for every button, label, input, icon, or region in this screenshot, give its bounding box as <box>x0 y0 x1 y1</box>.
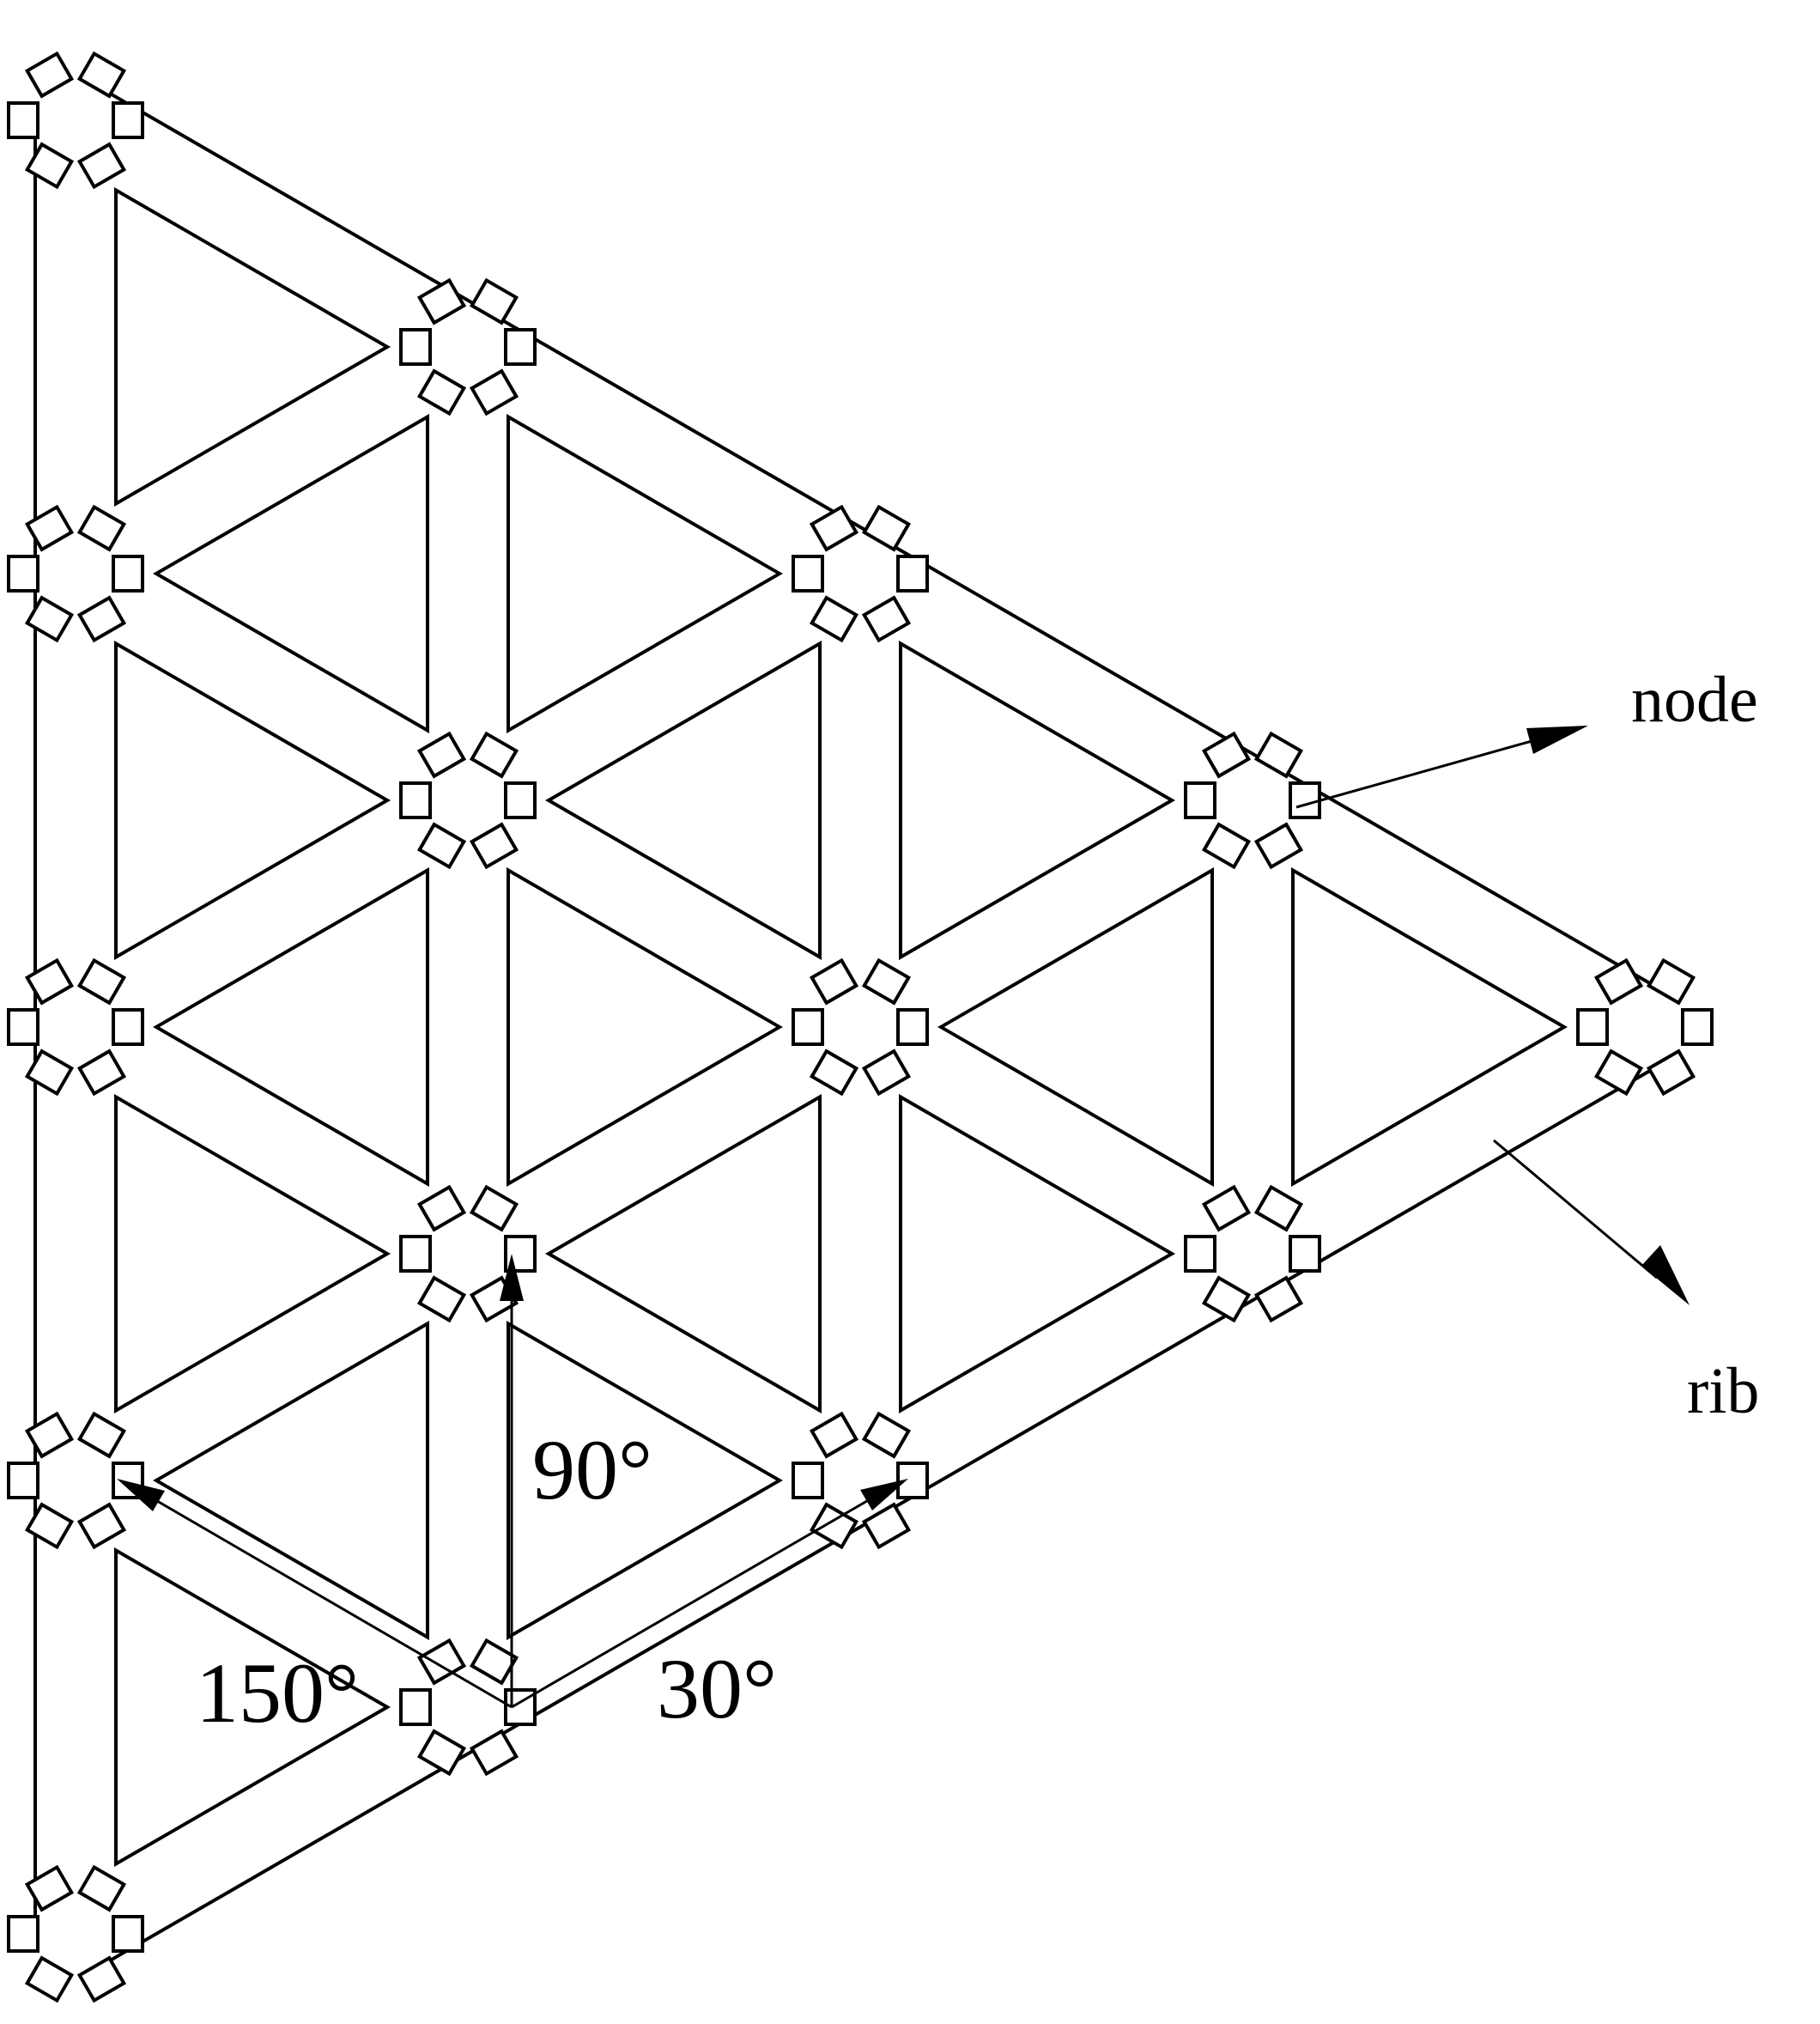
rib-pointer-arrow <box>1493 1139 1690 1305</box>
angle-arrow-90 <box>500 1254 524 1707</box>
node-pointer-arrow <box>1295 726 1588 809</box>
node <box>7 1864 144 2003</box>
angle-90-label: 90° <box>532 1422 652 1517</box>
node <box>7 51 144 190</box>
node <box>399 731 537 870</box>
node <box>792 504 929 643</box>
angle-arrow-30 <box>511 1479 908 1709</box>
angle-arrow-150 <box>117 1479 513 1709</box>
node <box>399 1638 537 1777</box>
node <box>7 504 144 643</box>
angle-30-label: 30° <box>657 1641 777 1736</box>
node <box>792 957 929 1097</box>
node <box>399 277 537 416</box>
node-hubs <box>7 51 1714 2003</box>
node <box>7 957 144 1097</box>
angle-150-label: 150° <box>196 1645 359 1741</box>
rib-network <box>33 83 1666 1971</box>
node <box>1184 1184 1321 1323</box>
rib-label: rib <box>1687 1355 1759 1427</box>
node <box>7 1411 144 1550</box>
node-label: node <box>1631 664 1758 736</box>
node <box>1576 957 1714 1097</box>
node <box>1184 731 1321 870</box>
